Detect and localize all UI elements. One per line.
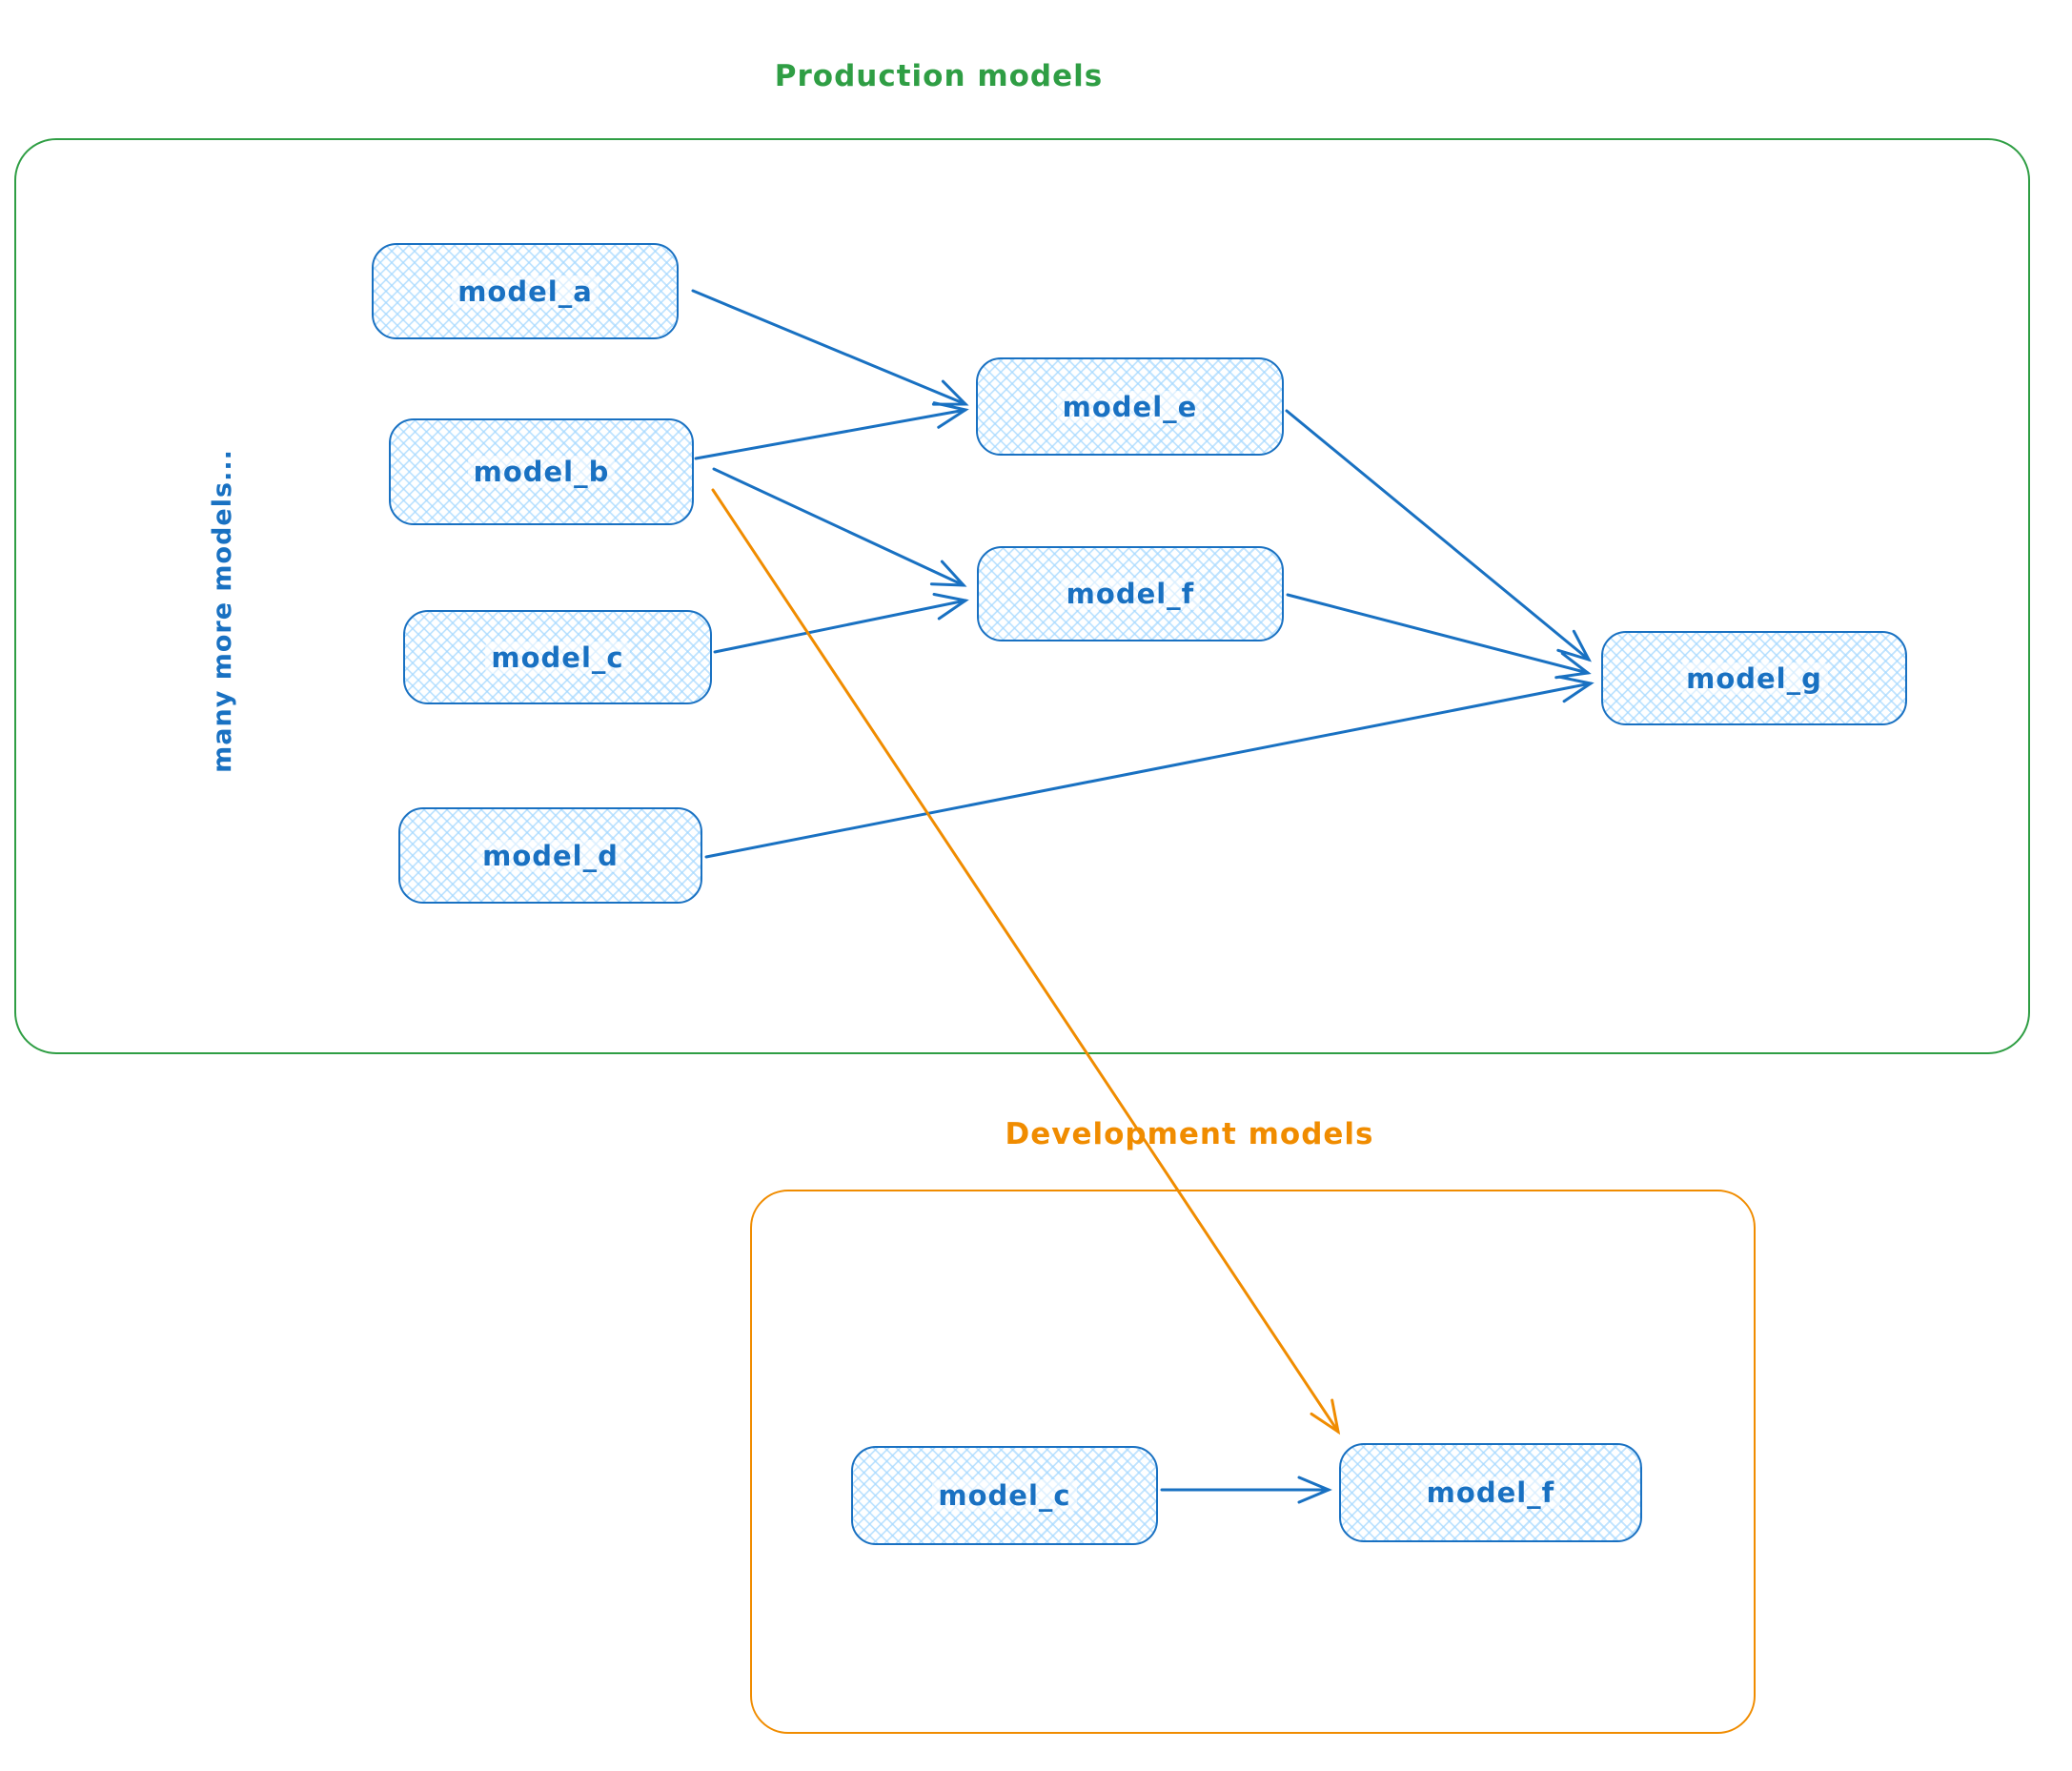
node-label: model_c <box>485 641 630 674</box>
node-label: model_g <box>1680 662 1828 695</box>
node-production-model_d: model_d <box>398 807 702 904</box>
node-production-model_g: model_g <box>1601 631 1907 725</box>
node-label: model_c <box>932 1479 1077 1512</box>
node-label: model_b <box>467 456 616 488</box>
production-section-title: Production models <box>774 59 1104 93</box>
node-label: model_d <box>477 839 624 872</box>
many-more-models-note: many more models... <box>208 449 237 773</box>
node-production-model_a: model_a <box>372 243 679 339</box>
node-production-model_f: model_f <box>977 546 1284 641</box>
node-label: model_f <box>1420 1476 1561 1509</box>
node-development-model_c: model_c <box>851 1446 1158 1545</box>
node-label: model_f <box>1060 578 1201 610</box>
node-production-model_e: model_e <box>976 357 1284 456</box>
development-section-title: Development models <box>1005 1117 1374 1151</box>
node-production-model_b: model_b <box>389 418 694 525</box>
node-production-model_c: model_c <box>403 610 712 704</box>
node-development-model_f: model_f <box>1339 1443 1642 1542</box>
node-label: model_a <box>452 275 599 308</box>
node-label: model_e <box>1056 390 1204 423</box>
